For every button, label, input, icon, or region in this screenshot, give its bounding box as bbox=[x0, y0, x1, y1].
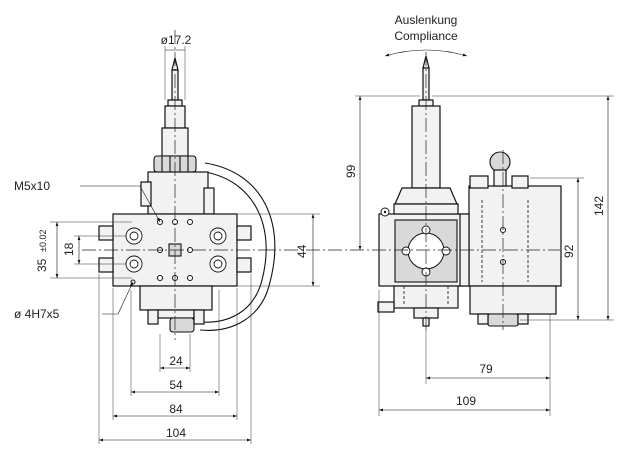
upper-housing bbox=[147, 171, 209, 215]
hose-fitting bbox=[169, 317, 195, 333]
dim-height-44: 44 bbox=[295, 244, 309, 258]
dim-height-35: 35 bbox=[35, 258, 49, 272]
side-view: Auslenkung Compliance bbox=[262, 13, 614, 416]
mounting-bolt bbox=[209, 255, 227, 273]
title-de: Auslenkung bbox=[395, 13, 458, 27]
lower-housing bbox=[139, 285, 213, 311]
dim-width-109: 109 bbox=[456, 394, 476, 408]
connector-cap bbox=[489, 151, 511, 173]
hose-inner bbox=[199, 171, 267, 323]
dim-tolerance-35: ±0.02 bbox=[38, 230, 48, 252]
dim-width-24: 24 bbox=[169, 354, 183, 368]
dim-pin-hole: ø 4H7x5 bbox=[14, 307, 60, 321]
dim-height-92: 92 bbox=[562, 244, 576, 258]
dim-probe-diameter: ø17.2 bbox=[161, 33, 192, 47]
dim-height-18: 18 bbox=[62, 242, 76, 256]
title-en: Compliance bbox=[394, 29, 458, 43]
dim-width-84: 84 bbox=[169, 402, 183, 416]
compliance-arrow bbox=[384, 49, 468, 57]
dim-thread: M5x10 bbox=[14, 179, 50, 193]
threaded-hole bbox=[157, 275, 163, 281]
dim-height-142: 142 bbox=[592, 196, 606, 216]
front-view: ø17.2 M5x10 ø 4H7x5 35 ±0.02 18 44 24 54 bbox=[14, 30, 320, 444]
dim-width-79: 79 bbox=[479, 362, 493, 376]
threaded-hole bbox=[187, 219, 193, 225]
dim-width-104: 104 bbox=[166, 426, 186, 440]
dim-height-99: 99 bbox=[344, 164, 358, 178]
dim-width-54: 54 bbox=[169, 378, 183, 392]
threaded-hole bbox=[187, 275, 193, 281]
valve-body bbox=[468, 185, 562, 287]
mounting-bolt bbox=[125, 227, 143, 245]
mounting-bolt bbox=[209, 227, 227, 245]
mounting-bolt bbox=[125, 255, 143, 273]
hose bbox=[199, 162, 276, 331]
